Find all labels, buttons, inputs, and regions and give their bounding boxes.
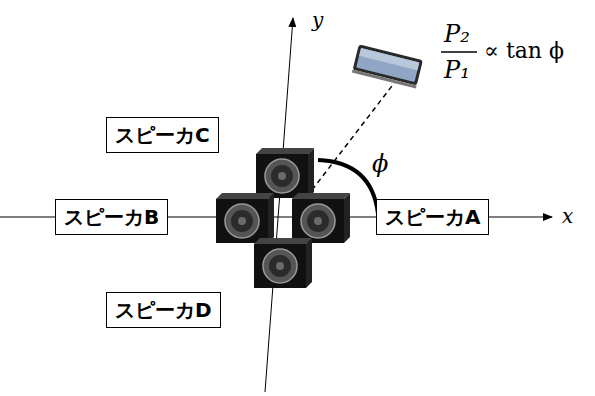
speaker-name: スピーカA (385, 205, 480, 229)
formula-relation: ∝ tan ϕ (484, 40, 564, 62)
direction-line (312, 82, 395, 190)
axis-label: x (562, 206, 573, 226)
speaker-d (254, 238, 312, 288)
speaker-c (256, 148, 314, 198)
angle-label: ϕ (372, 152, 388, 176)
speaker-label-d: スピーカD (106, 292, 221, 328)
fraction-bar (441, 51, 477, 52)
smartphone (352, 44, 423, 88)
speaker-name: スピーカB (64, 205, 159, 229)
speaker-name: スピーカC (115, 123, 210, 147)
speaker-name: スピーカD (115, 298, 212, 322)
speaker-label-c: スピーカC (106, 117, 219, 153)
speaker-label-a: スピーカA (376, 199, 489, 235)
speaker-b (216, 193, 274, 243)
speaker-label-b: スピーカB (55, 199, 168, 235)
formula-denominator: P₁ (444, 58, 470, 82)
axis-label: y (312, 10, 323, 30)
formula-numerator: P₂ (444, 22, 470, 46)
speaker-a (292, 193, 350, 243)
